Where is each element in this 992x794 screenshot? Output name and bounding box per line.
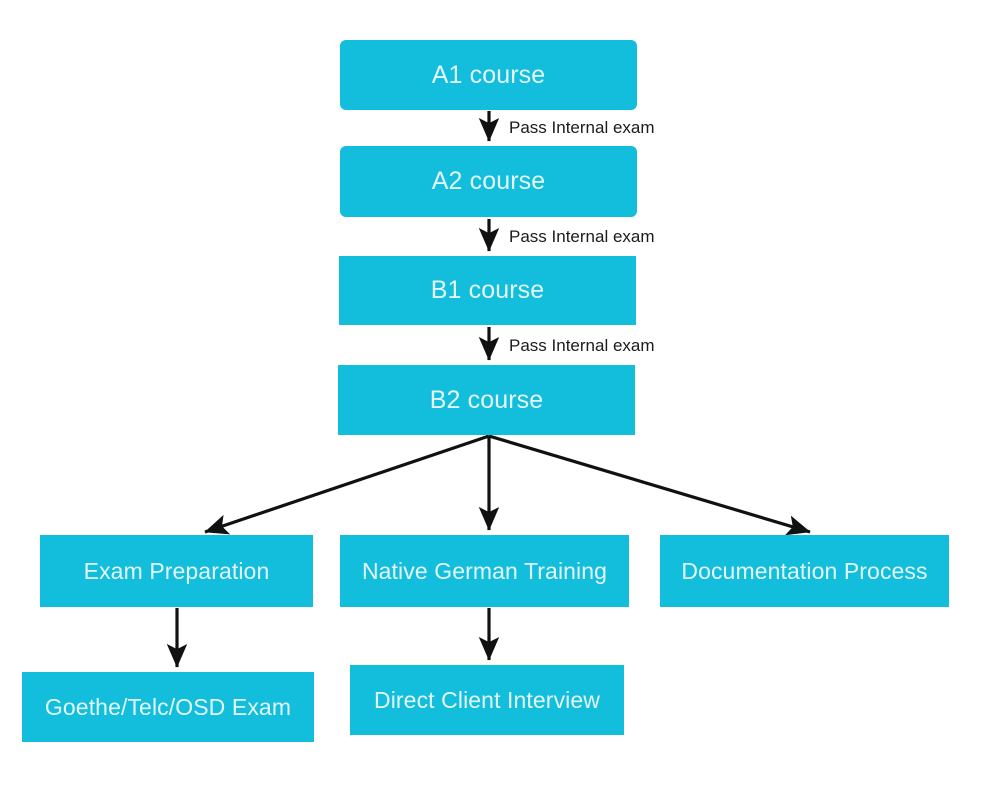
node-b2-course[interactable]: B2 course (338, 365, 635, 435)
edge-b2-exam-prep (204, 434, 490, 535)
edge-label-b1-b2: Pass Internal exam (509, 336, 655, 355)
node-goethe-telc-osd-exam[interactable]: Goethe/Telc/OSD Exam (22, 672, 314, 742)
node-a2-course[interactable]: A2 course (340, 146, 637, 217)
edge-b2-doc-process (488, 434, 811, 536)
node-a1-course[interactable]: A1 course (340, 40, 637, 110)
node-b1-course[interactable]: B1 course (339, 256, 636, 325)
edge-label-a2-b1: Pass Internal exam (509, 227, 655, 246)
node-exam-preparation[interactable]: Exam Preparation (40, 535, 313, 607)
node-direct-client-interview[interactable]: Direct Client Interview (350, 665, 624, 735)
node-documentation-process[interactable]: Documentation Process (660, 535, 949, 607)
node-native-german-training[interactable]: Native German Training (340, 535, 629, 607)
edge-label-a1-a2: Pass Internal exam (509, 118, 655, 137)
